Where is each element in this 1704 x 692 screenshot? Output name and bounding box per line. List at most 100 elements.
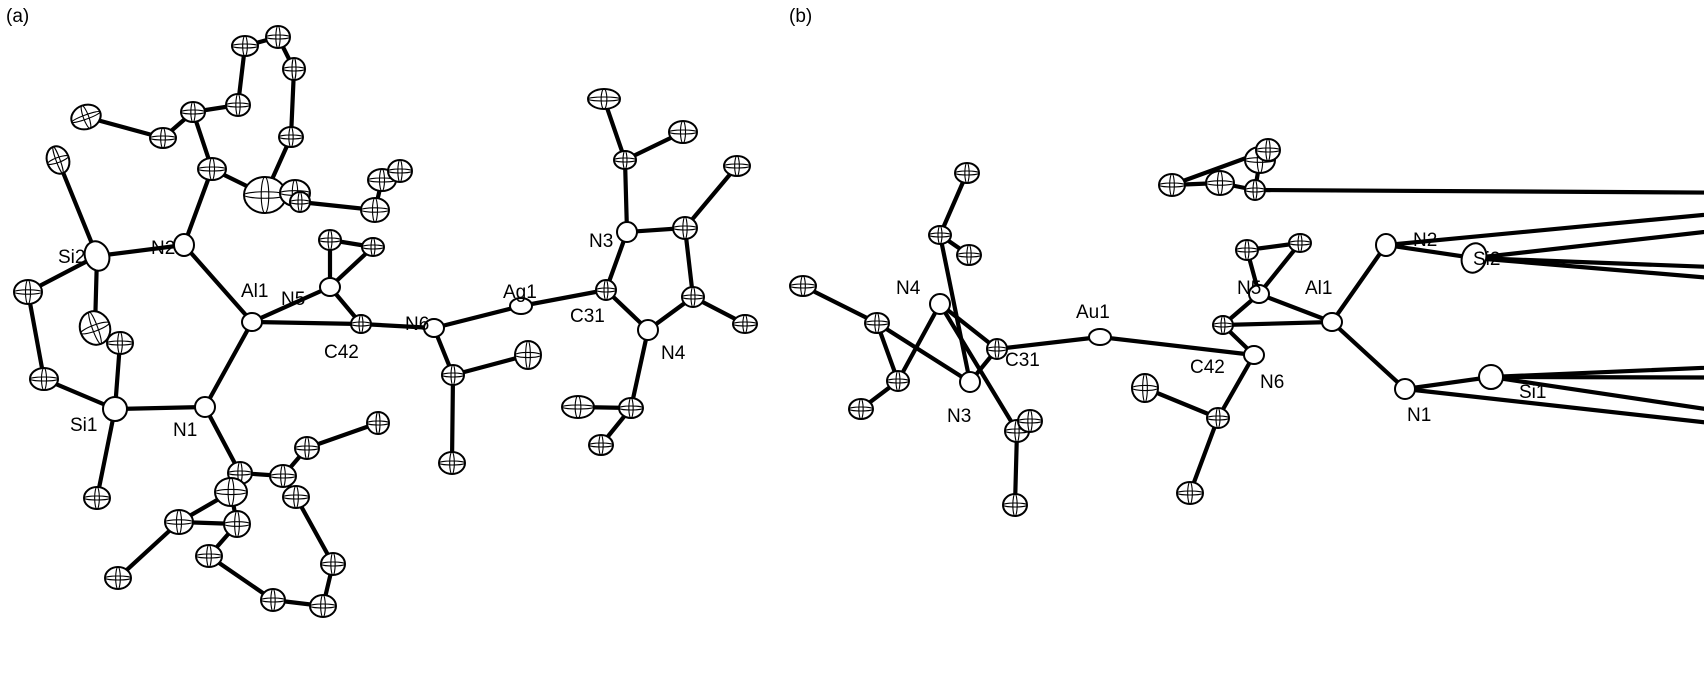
- bond: [1220, 319, 1335, 328]
- atom-ellipsoid: [1394, 378, 1416, 400]
- bond: [1471, 255, 1704, 269]
- bond: [1097, 334, 1257, 358]
- atom-ellipsoid: [1478, 364, 1504, 390]
- atom-ellipsoid: [241, 312, 263, 332]
- atom-label: C31: [1005, 350, 1040, 371]
- bond: [1329, 319, 1408, 392]
- atom-ellipsoid: [587, 88, 621, 110]
- atom-ellipsoid: [180, 101, 206, 123]
- atom-ellipsoid: [360, 197, 390, 223]
- bond: [1187, 415, 1221, 496]
- bond: [1402, 386, 1704, 425]
- atoms: [789, 138, 1504, 517]
- atom-ellipsoid: [864, 312, 890, 334]
- bond: [1402, 374, 1494, 392]
- bond: [874, 320, 973, 385]
- bonds: [25, 34, 748, 609]
- bond: [249, 319, 364, 327]
- bond: [431, 303, 524, 331]
- panel-label: (a): [6, 6, 29, 27]
- atom-label: Si2: [1473, 249, 1500, 270]
- atom-ellipsoid: [104, 566, 132, 590]
- atom-ellipsoid: [588, 434, 614, 456]
- atom-label: N5: [1237, 278, 1261, 299]
- atom-label: N6: [405, 314, 429, 335]
- bond: [622, 157, 630, 235]
- atom-ellipsoid: [1244, 179, 1266, 201]
- atom-ellipsoid: [361, 237, 385, 257]
- atom-label: N4: [896, 278, 921, 299]
- atom-ellipsoid: [13, 279, 43, 305]
- atom-label: Al1: [1305, 278, 1332, 299]
- atom-ellipsoid: [928, 225, 952, 245]
- bond: [994, 334, 1103, 352]
- bond: [181, 242, 255, 325]
- atom-ellipsoid: [1206, 407, 1230, 429]
- bond: [25, 289, 47, 382]
- atom-ellipsoid: [282, 57, 306, 81]
- atom-label: N2: [1413, 230, 1437, 251]
- bond: [1256, 240, 1303, 297]
- atom-label: N4: [661, 343, 686, 364]
- atom-ellipsoid: [441, 364, 465, 386]
- atom-ellipsoid: [1158, 173, 1186, 197]
- bond: [800, 283, 880, 326]
- atom-ellipsoid: [366, 411, 390, 435]
- bond: [1471, 255, 1704, 280]
- atom-ellipsoid: [1321, 312, 1343, 332]
- bond: [55, 157, 100, 259]
- bond: [937, 232, 973, 385]
- atom-label: Si1: [70, 415, 97, 436]
- atom-label: N2: [151, 238, 175, 259]
- bond: [1012, 428, 1020, 508]
- atom-label: C42: [324, 342, 359, 363]
- atom-ellipsoid: [319, 277, 341, 297]
- bond: [112, 404, 208, 412]
- bond: [628, 327, 651, 411]
- bond: [293, 494, 336, 567]
- panel-label: (b): [789, 6, 812, 27]
- atom-ellipsoid: [1375, 233, 1397, 257]
- bond: [94, 406, 118, 501]
- atom-label: C42: [1190, 357, 1225, 378]
- atom-ellipsoid: [1131, 373, 1159, 403]
- atom-ellipsoid: [986, 338, 1008, 360]
- atom-ellipsoid: [1235, 239, 1259, 261]
- atom-ellipsoid: [789, 275, 817, 297]
- atom-ellipsoid: [194, 396, 216, 418]
- atom-label: Au1: [1076, 302, 1110, 323]
- atom-ellipsoid: [1212, 315, 1234, 335]
- atom-ellipsoid: [509, 297, 533, 315]
- atom-ellipsoid: [387, 159, 413, 183]
- bond: [1256, 291, 1335, 325]
- bond: [1383, 212, 1704, 248]
- atom-label: C31: [570, 306, 605, 327]
- bond: [358, 321, 437, 331]
- bond: [1252, 187, 1704, 195]
- bond: [1488, 374, 1704, 411]
- bond: [1383, 242, 1477, 261]
- bond: [249, 284, 333, 325]
- atom-ellipsoid: [1088, 328, 1112, 346]
- atom-ellipsoid: [1205, 170, 1235, 196]
- bond: [682, 163, 740, 231]
- atom-ellipsoid: [1002, 493, 1028, 517]
- atom-ellipsoid: [438, 451, 466, 475]
- bond: [937, 301, 1000, 352]
- atom-ellipsoid: [350, 314, 372, 334]
- atom-ellipsoid: [959, 371, 981, 393]
- atom-ellipsoid: [294, 436, 320, 460]
- atom-ellipsoid: [1248, 284, 1270, 304]
- atom-ellipsoid: [195, 544, 223, 568]
- atom-label: Si1: [1519, 382, 1546, 403]
- atom-ellipsoid: [954, 162, 980, 184]
- atom-ellipsoid: [83, 486, 111, 510]
- atom-ellipsoid: [214, 477, 248, 507]
- atom-ellipsoid: [1176, 481, 1204, 505]
- atom-ellipsoid: [29, 367, 59, 391]
- atoms: [13, 25, 758, 618]
- atom-label: Al1: [241, 281, 268, 302]
- atom-ellipsoid: [149, 127, 177, 149]
